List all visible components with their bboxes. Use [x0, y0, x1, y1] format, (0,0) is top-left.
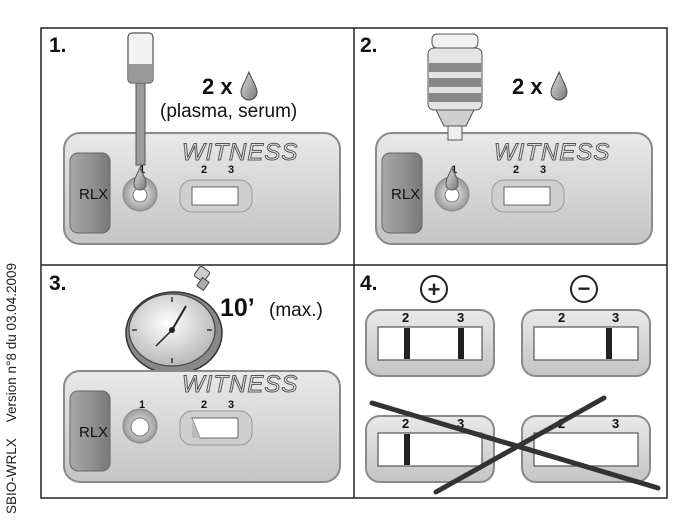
- test-band: [404, 328, 410, 359]
- line-3-label: 3: [457, 416, 464, 431]
- test-device: RLX WITNESS 1 2 3: [63, 132, 341, 245]
- pipette-icon: [127, 32, 154, 191]
- device-brand: WITNESS: [182, 371, 298, 398]
- step-1-panel: 1. RLX WITNESS 1 2 3 2 x (plasma, serum): [49, 32, 341, 245]
- well-3-label: 3: [540, 164, 546, 176]
- step-1-dose: 2 x: [202, 74, 233, 99]
- step-3-time: 10’: [220, 294, 255, 322]
- device-label: RLX: [391, 186, 420, 203]
- step-3-number: 3.: [49, 272, 67, 295]
- step-3-time-note: (max.): [269, 300, 323, 321]
- device-brand: WITNESS: [182, 139, 298, 166]
- drop-icon: [550, 70, 568, 101]
- result-window-invalid-blank: 2 3: [521, 415, 651, 483]
- invalid-cross-mark: [369, 395, 661, 495]
- step-4-panel: 4. + − 2 3 2 3 2: [360, 272, 661, 495]
- step-1-sample-note: (plasma, serum): [160, 101, 297, 122]
- absorbent-pad: [69, 390, 111, 472]
- absorbent-pad: [381, 152, 423, 234]
- well-3-label: 3: [228, 399, 234, 411]
- line-3-label: 3: [457, 310, 464, 325]
- well-3-label: 3: [228, 164, 234, 176]
- well-2-label: 2: [201, 399, 207, 411]
- test-device: RLX WITNESS 1 2 3: [63, 370, 341, 483]
- device-label: RLX: [79, 186, 108, 203]
- buffer-bottle-icon: [427, 33, 483, 191]
- result-window-positive: 2 3: [365, 309, 495, 377]
- well-2-label: 2: [201, 164, 207, 176]
- result-window: [191, 186, 239, 206]
- stopwatch-icon: [125, 265, 223, 375]
- absorbent-pad: [69, 152, 111, 234]
- result-window: [503, 186, 551, 206]
- well-2-label: 2: [513, 164, 519, 176]
- test-band: [404, 434, 410, 465]
- line-2-label: 2: [558, 310, 565, 325]
- step-2-number: 2.: [360, 34, 378, 57]
- step-4-number: 4.: [360, 272, 378, 295]
- result-window: [191, 417, 239, 439]
- negative-symbol: −: [570, 275, 598, 303]
- control-band: [458, 328, 464, 359]
- line-3-label: 3: [612, 416, 619, 431]
- step-1-number: 1.: [49, 34, 67, 57]
- test-device: RLX WITNESS 1 2 3: [375, 132, 653, 245]
- well-1-label: 1: [451, 164, 457, 176]
- line-3-label: 3: [612, 310, 619, 325]
- device-label: RLX: [79, 424, 108, 441]
- step-2-dose: 2 x: [512, 74, 543, 99]
- drop-icon: [240, 70, 258, 101]
- result-window-invalid-test-only: 2 3: [365, 415, 495, 483]
- svg-text:−: −: [578, 276, 591, 301]
- well-1-label: 1: [139, 399, 145, 411]
- svg-text:+: +: [428, 277, 441, 302]
- device-brand: WITNESS: [494, 139, 610, 166]
- line-2-label: 2: [402, 416, 409, 431]
- control-band: [606, 328, 612, 359]
- positive-symbol: +: [420, 275, 448, 303]
- line-2-label: 2: [402, 310, 409, 325]
- step-2-panel: 2. RLX WITNESS 1 2 3 2 x: [360, 33, 653, 245]
- well-1-label: 1: [139, 164, 145, 176]
- step-3-panel: 3. 10’ (max.) RLX WITNESS 1 2 3: [49, 265, 341, 483]
- result-window-negative: 2 3: [521, 309, 651, 377]
